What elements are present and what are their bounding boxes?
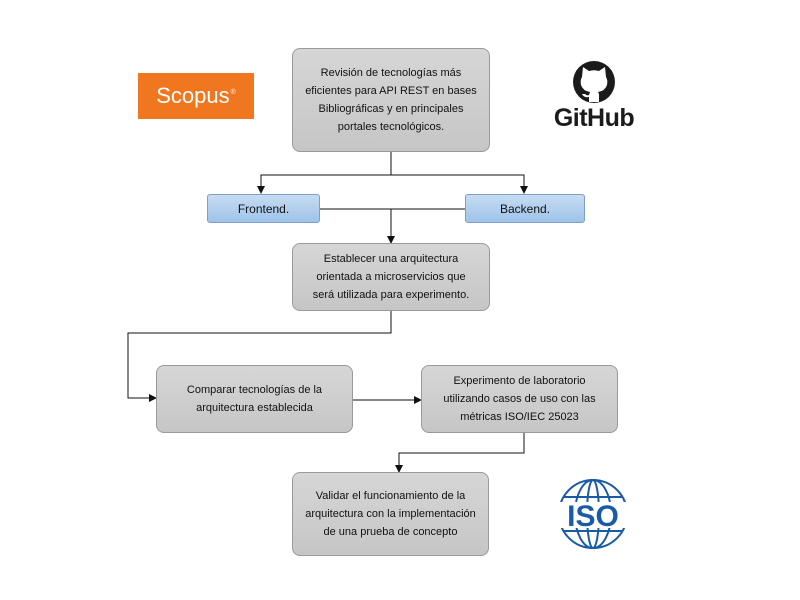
box-validar-label: Validar el funcionamiento de la arquitec… <box>305 490 476 538</box>
iso-globe-icon: ISO <box>550 479 636 549</box>
box-comparar-label: Comparar tecnologías de la arquitectura … <box>186 384 323 414</box>
box-arquitectura: Establecer una arquitectura orientada a … <box>292 243 490 311</box>
box-experimento: Experimento de laboratorio utilizando ca… <box>421 365 618 433</box>
box-frontend: Frontend. <box>207 194 320 223</box>
box-frontend-label: Frontend. <box>237 201 290 216</box>
connector-to-frontend <box>257 174 391 194</box>
connector-arquitectura-comparar <box>127 311 392 402</box>
github-octocat-icon <box>573 61 615 103</box>
box-arquitectura-label: Establecer una arquitectura orientada a … <box>312 253 470 301</box>
scopus-logo: Scopus® <box>138 73 254 119</box>
box-comparar: Comparar tecnologías de la arquitectura … <box>156 365 353 433</box>
box-backend-label: Backend. <box>499 201 551 216</box>
scopus-registered-mark: ® <box>230 88 236 96</box>
box-revision-label: Revisión de tecnologías más eficientes p… <box>305 67 477 133</box>
github-logo: GitHub <box>548 60 640 132</box>
connector-to-backend <box>391 174 528 194</box>
scopus-logo-text: Scopus <box>156 83 230 108</box>
box-experimento-label: Experimento de laboratorio utilizando ca… <box>443 375 596 423</box>
box-backend: Backend. <box>465 194 585 223</box>
iso-logo: ISO <box>546 476 640 552</box>
github-logo-text: GitHub <box>553 104 635 132</box>
box-revision: Revisión de tecnologías más eficientes p… <box>292 48 490 152</box>
iso-logo-text: ISO <box>567 500 619 533</box>
box-validar: Validar el funcionamiento de la arquitec… <box>292 472 489 556</box>
connector-experimento-validar <box>395 433 525 473</box>
